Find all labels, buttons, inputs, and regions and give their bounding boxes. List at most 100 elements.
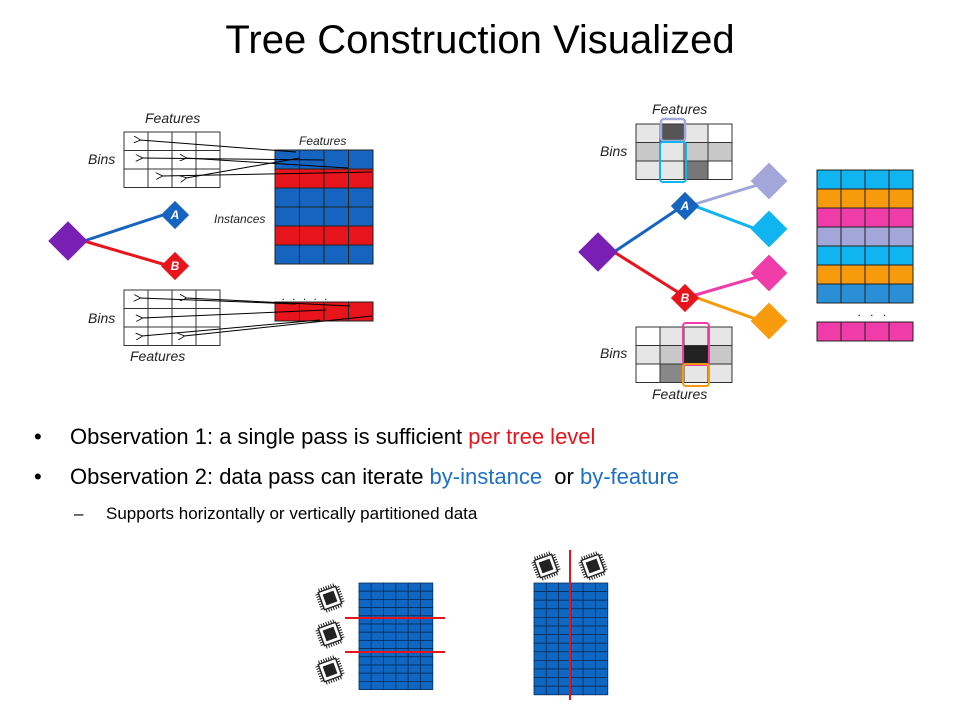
grid-cell — [582, 617, 596, 627]
chip-body — [578, 551, 608, 581]
matrix-cell — [864, 207, 890, 228]
grid-cell — [570, 599, 584, 610]
bin-cell — [123, 131, 149, 151]
bin-cell — [707, 345, 733, 365]
grid-cell — [395, 664, 409, 674]
bin-cell — [707, 160, 733, 180]
grid-cell — [383, 631, 397, 641]
grid-cell — [395, 656, 409, 666]
matrix-cell — [274, 244, 300, 265]
left-diagram: Features Bins Features Instances . . . .… — [48, 110, 374, 364]
grid-cell — [407, 681, 421, 691]
bin-cell — [659, 142, 685, 162]
matrix-cell — [840, 283, 866, 304]
bin-cell — [683, 363, 709, 383]
grid-cell — [570, 651, 584, 661]
right-edge-a — [613, 203, 685, 254]
bullet-dot: • — [34, 464, 42, 489]
grid-cell — [395, 623, 409, 633]
right-instance-matrix — [816, 169, 914, 304]
grid-cell — [407, 590, 421, 600]
grid-cell — [582, 677, 596, 687]
grid-cell — [545, 651, 559, 661]
bin-cell — [707, 142, 733, 162]
horizontal-partition-diagram — [315, 582, 445, 691]
vertical-partition-diagram — [531, 550, 609, 700]
matrix-cell — [888, 188, 914, 209]
processor-chip-icon — [315, 655, 345, 685]
grid-cell — [395, 672, 409, 682]
bin-cell — [635, 160, 661, 180]
grid-cell — [420, 607, 434, 617]
matrix-cell — [864, 188, 890, 209]
grid-cell — [595, 617, 609, 627]
matrix-cell — [888, 207, 914, 228]
matrix-cell — [816, 226, 842, 247]
grid-cell — [570, 668, 584, 679]
grid-cell — [395, 681, 409, 691]
left-features-bottom-label: Features — [130, 348, 185, 364]
grid-cell — [533, 634, 547, 644]
left-edge-b — [83, 239, 167, 267]
grid-cell — [545, 625, 559, 636]
bin-cell — [707, 123, 733, 143]
grid-cell — [595, 582, 609, 593]
matrix-cell — [840, 321, 866, 342]
grid-cell — [595, 642, 609, 653]
arrow — [186, 157, 301, 178]
right-bins-bottom-label: Bins — [600, 345, 627, 361]
grid-cell — [358, 664, 372, 674]
grid-cell — [358, 590, 372, 600]
grid-cell — [582, 668, 596, 679]
matrix-cell — [348, 244, 374, 265]
bullet-list: • Observation 1: a single pass is suffic… — [34, 424, 934, 524]
right-last-instance-row — [816, 321, 914, 342]
matrix-cell — [816, 207, 842, 228]
matrix-cell — [840, 207, 866, 228]
vertical-partition-grid — [533, 582, 609, 696]
grid-cell — [370, 640, 384, 650]
left-bins-top-label: Bins — [88, 151, 115, 167]
bin-cell — [123, 150, 149, 170]
bin-cell — [683, 142, 709, 162]
grid-cell — [370, 599, 384, 609]
grid-cell — [407, 607, 421, 617]
grid-cell — [595, 591, 609, 601]
bin-cell — [635, 363, 661, 383]
matrix-cell — [888, 245, 914, 266]
grid-cell — [545, 591, 559, 601]
matrix-cell — [348, 225, 374, 246]
right-leaf-pink — [750, 254, 788, 292]
matrix-cell — [323, 244, 349, 265]
grid-cell — [582, 651, 596, 661]
arrow — [140, 298, 297, 305]
matrix-cell — [816, 283, 842, 304]
chip-body — [315, 655, 345, 685]
grid-cell — [407, 640, 421, 650]
matrix-cell — [299, 206, 325, 227]
bin-highlight-cyan — [659, 141, 687, 183]
grid-cell — [358, 607, 372, 617]
right-leaf-orange — [750, 302, 788, 340]
grid-cell — [570, 677, 584, 687]
right-edge-ba — [691, 273, 765, 298]
grid-cell — [533, 677, 547, 687]
matrix-cell — [323, 225, 349, 246]
grid-cell — [395, 607, 409, 617]
matrix-cell — [864, 321, 890, 342]
grid-cell — [582, 685, 596, 696]
left-node-a-label: A — [170, 208, 180, 222]
grid-cell — [570, 582, 584, 593]
grid-cell — [533, 599, 547, 610]
bin-cell — [683, 160, 709, 180]
bin-cell — [683, 123, 709, 143]
bullet-2-middle: or — [542, 464, 580, 489]
matrix-cell — [888, 226, 914, 247]
grid-cell — [370, 582, 384, 592]
grid-cell — [582, 582, 596, 593]
left-features-top-label: Features — [145, 110, 200, 126]
matrix-cell — [888, 169, 914, 190]
grid-cell — [383, 623, 397, 633]
grid-cell — [383, 672, 397, 682]
